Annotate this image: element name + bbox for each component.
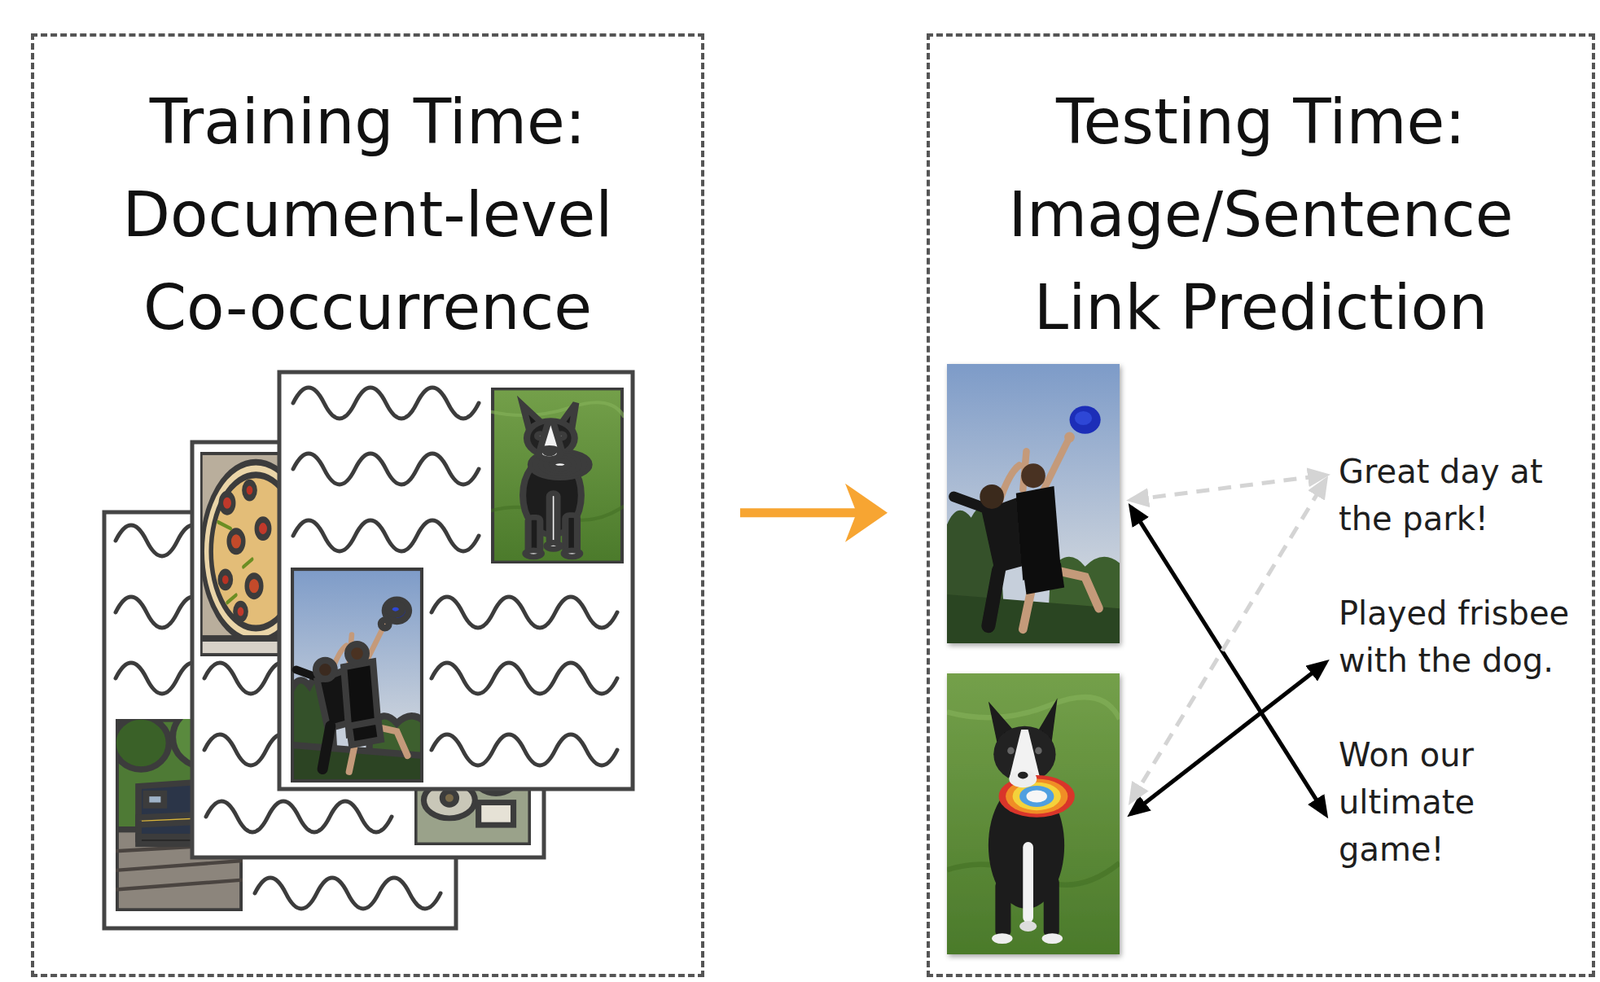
sentence-text: Played frisbee with the dog. xyxy=(1338,589,1587,684)
document-page xyxy=(279,372,633,790)
sentence-text: Won our ultimate game! xyxy=(1338,731,1587,873)
photo-frame xyxy=(946,673,1120,955)
panel-heading: Testing Time: Image/Sentence Link Predic… xyxy=(951,75,1571,355)
sentence-node: Played frisbee with the dog. xyxy=(1338,589,1587,686)
test-photos xyxy=(946,363,1120,955)
text-wave xyxy=(206,801,392,833)
link-arrow xyxy=(1130,662,1326,815)
sentence-text: Great day at the park! xyxy=(1338,447,1587,543)
frisbee-photo xyxy=(290,567,424,783)
text-wave xyxy=(293,520,479,552)
text-wave xyxy=(293,453,479,485)
text-wave xyxy=(431,734,618,766)
text-wave xyxy=(254,877,441,909)
photo-frame xyxy=(946,363,1120,644)
link-arrow xyxy=(1130,507,1326,815)
document-stack xyxy=(104,372,633,929)
dog-photo xyxy=(490,387,624,564)
dog-photo xyxy=(946,673,1120,955)
text-wave xyxy=(293,387,479,419)
frisbee-photo xyxy=(946,363,1120,644)
dashed-panel: Training Time: Document-level Co-occurre… xyxy=(30,33,705,978)
flow-arrow xyxy=(740,508,880,518)
sentence-node: Won our ultimate game! xyxy=(1338,731,1587,875)
dashed-link xyxy=(1130,480,1326,802)
dashed-panel: Great day at the park! Played frisbee wit… xyxy=(926,33,1596,978)
text-wave xyxy=(431,596,618,628)
dashed-link xyxy=(1130,475,1326,501)
sentence-node: Great day at the park! xyxy=(1338,447,1587,544)
panel-heading: Training Time: Document-level Co-occurre… xyxy=(83,75,654,355)
text-wave xyxy=(431,662,618,694)
